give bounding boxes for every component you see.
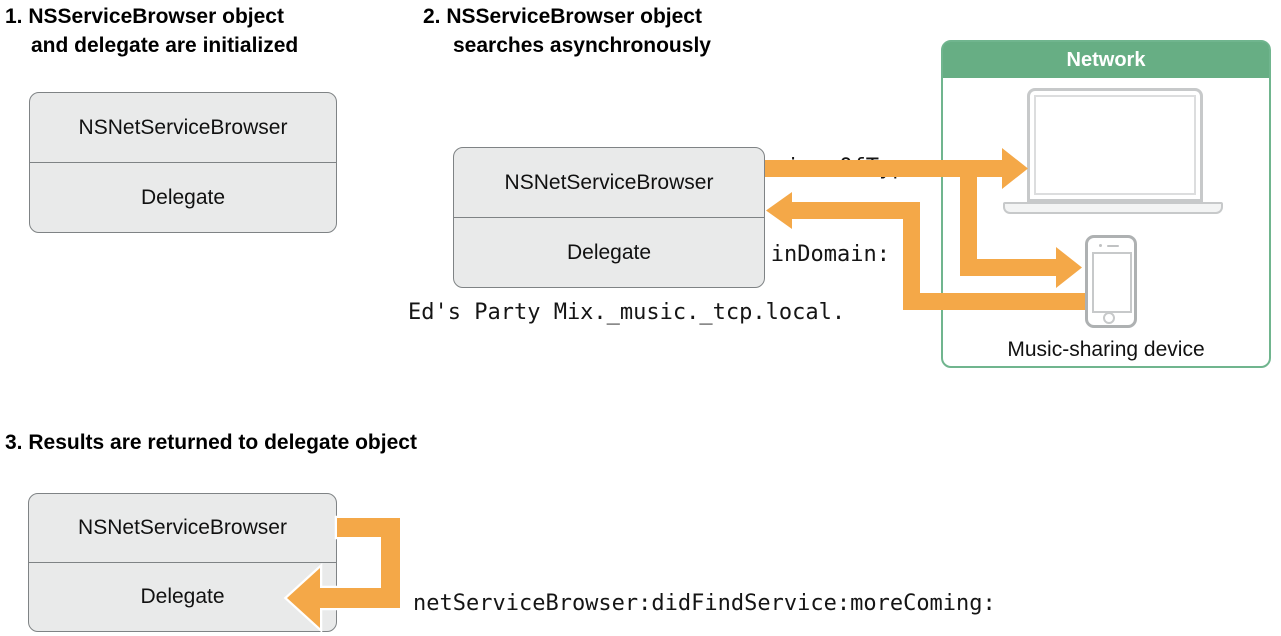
step1-heading: 1. NSServiceBrowser object and delegate … <box>5 2 298 60</box>
laptop-icon <box>1003 88 1223 214</box>
delegate-method-didfindservice: netServiceBrowser:didFindService:moreCom… <box>413 591 996 616</box>
step3-delegate-cell: Delegate <box>140 585 225 608</box>
laptop-base <box>1003 202 1223 214</box>
step1-heading-line1: 1. NSServiceBrowser object <box>5 5 284 28</box>
step3-nsnetservicebrowser-cell: NSNetServiceBrowser <box>29 494 336 563</box>
smartphone-icon <box>1085 235 1137 328</box>
step2-heading-line2: searches asynchronously <box>453 34 711 57</box>
laptop-screen <box>1034 95 1196 195</box>
smartphone-screen <box>1092 252 1132 313</box>
step2-browser-delegate-box: NSNetServiceBrowser Delegate <box>453 147 765 288</box>
step1-nsnetservicebrowser-cell: NSNetServiceBrowser <box>30 93 336 163</box>
smartphone-speaker-slot <box>1107 244 1119 247</box>
music-sharing-device-label: Music-sharing device <box>1007 338 1205 361</box>
step3-browser-delegate-box: NSNetServiceBrowser Delegate <box>28 493 337 632</box>
step2-nsnetservicebrowser-cell: NSNetServiceBrowser <box>454 148 764 218</box>
step2-heading-line1: 2. NSServiceBrowser object <box>423 5 702 28</box>
smartphone-camera-dot <box>1099 244 1102 247</box>
smartphone-home-button <box>1103 312 1115 324</box>
step3-heading: 3. Results are returned to delegate obje… <box>5 431 417 454</box>
step1-heading-line2: and delegate are initialized <box>31 34 299 57</box>
found-service-code: Ed's Party Mix._music._tcp.local. <box>408 300 846 325</box>
step1-delegate-cell: Delegate <box>140 185 226 209</box>
step1-browser-delegate-box: NSNetServiceBrowser Delegate <box>29 92 337 233</box>
network-panel-header: Network <box>943 42 1269 78</box>
network-panel-title: Network <box>1066 48 1146 71</box>
step2-delegate-cell: Delegate <box>566 240 652 264</box>
laptop-lid <box>1027 88 1203 202</box>
step2-heading: 2. NSServiceBrowser object searches asyn… <box>423 2 711 60</box>
delegate-method-list: netServiceBrowser:didFindService:moreCom… <box>413 516 1022 636</box>
